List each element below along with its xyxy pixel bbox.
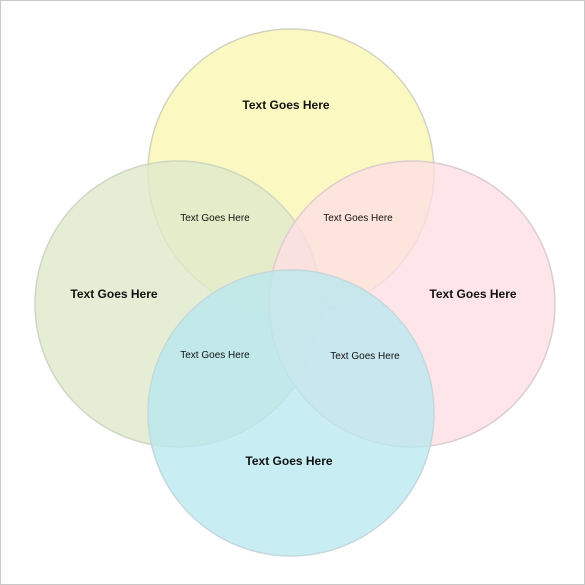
overlap-bottom-left-label: Text Goes Here bbox=[180, 350, 250, 361]
circle-bottom bbox=[147, 269, 435, 557]
overlap-top-left-label: Text Goes Here bbox=[180, 213, 250, 224]
overlap-top-right-label: Text Goes Here bbox=[323, 213, 393, 224]
circle-right-label: Text Goes Here bbox=[429, 287, 516, 301]
circle-left-label: Text Goes Here bbox=[70, 287, 157, 301]
circle-bottom-label: Text Goes Here bbox=[245, 454, 332, 468]
overlap-bottom-right-label: Text Goes Here bbox=[330, 351, 400, 362]
circle-top-label: Text Goes Here bbox=[242, 98, 329, 112]
